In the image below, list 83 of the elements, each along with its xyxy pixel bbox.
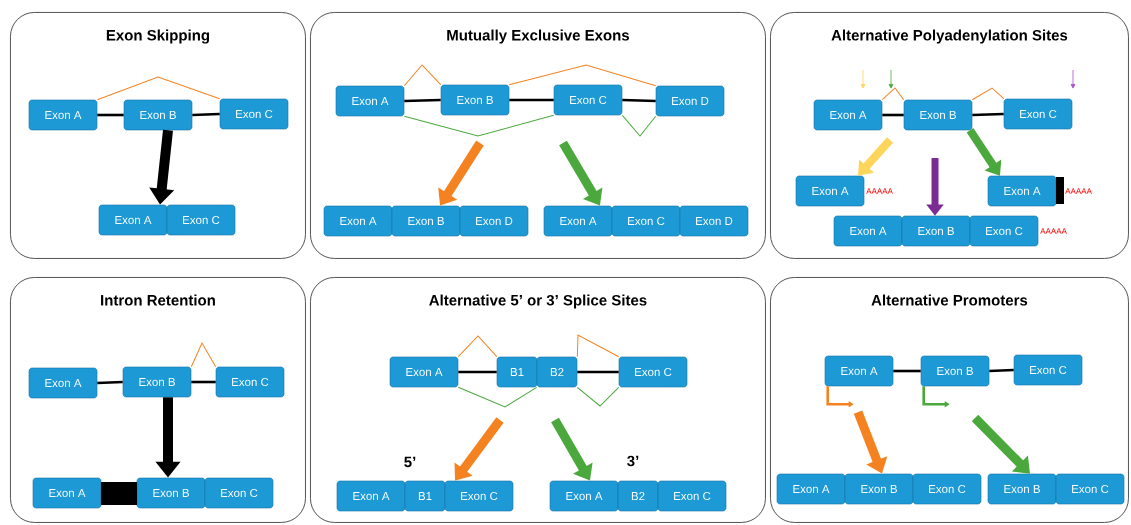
splice-line [403, 64, 442, 87]
exon-box: Exon C [1013, 354, 1083, 386]
exon-box: Exon B [987, 473, 1057, 505]
arrow [858, 137, 893, 176]
promoter-arrow [826, 386, 854, 408]
poly-a-tail: AAAAA [1040, 228, 1067, 234]
exon-box: Exon A [549, 480, 619, 512]
exon-box: Exon A [987, 175, 1057, 207]
exon-box: Exon C [204, 477, 274, 509]
exon-box: Exon A [824, 355, 894, 387]
exon-box: Exon C [657, 480, 727, 512]
intron-line [989, 368, 1014, 373]
splice-line [576, 386, 620, 407]
exon-box: Exon A [795, 175, 865, 207]
arrow [966, 128, 1002, 176]
arrow [454, 417, 504, 481]
splice-line [881, 87, 905, 101]
intron-line [882, 113, 904, 117]
exon-box: Exon B [391, 205, 461, 237]
intron-line [622, 98, 656, 103]
exon-box: Exon C [553, 84, 623, 116]
exon-box: Exon D [655, 85, 725, 117]
exon-box: Exon C [219, 98, 289, 130]
splice-line [190, 342, 217, 368]
exon-box: Exon A [28, 99, 98, 131]
exon-box: Exon B [440, 84, 510, 116]
exon-box: Exon B [844, 473, 914, 505]
exon-box: Exon A [335, 85, 405, 117]
arrow [971, 414, 1030, 474]
site-label: 5’ [404, 456, 416, 468]
promoter-arrow [922, 386, 950, 408]
intron-line [97, 380, 123, 385]
splice-line [457, 335, 498, 358]
exon-box: Exon D [459, 205, 529, 237]
exon-box: Exon C [969, 215, 1039, 247]
intron-line [893, 369, 921, 373]
exon-box: Exon C [444, 480, 514, 512]
exon-box: B1 [404, 480, 446, 512]
exon-box: Exon A [813, 99, 883, 131]
exon-box: Exon C [618, 356, 688, 388]
exon-box: Exon B [920, 355, 990, 387]
exon-box: Exon A [323, 205, 393, 237]
intron-line [972, 112, 1004, 117]
intron-line [404, 98, 441, 103]
intron-line [458, 370, 497, 374]
poly-a-tail: AAAAA [866, 188, 893, 194]
exon-box: Exon A [776, 473, 846, 505]
splice-line [621, 114, 657, 137]
exon-box: Exon C [1055, 473, 1125, 505]
exon-box: Exon C [215, 366, 285, 398]
exon-box: Exon A [543, 205, 613, 237]
exon-box: Exon B [901, 215, 971, 247]
exon-box: Exon B [122, 366, 192, 398]
exon-box: Exon B [136, 477, 206, 509]
exon-box: Exon B [123, 99, 193, 131]
splice-line [403, 114, 555, 137]
splice-line [508, 64, 657, 87]
exon-box: Exon C [912, 473, 982, 505]
site-label: 3’ [627, 455, 639, 467]
exon-box: Exon B [903, 99, 973, 131]
intron-line [97, 113, 124, 117]
exon-box: Exon C [611, 205, 681, 237]
exon-box: B1 [496, 356, 538, 388]
exon-box: B2 [617, 480, 659, 512]
intron-line [191, 380, 216, 384]
exon-box: Exon A [28, 367, 98, 399]
splice-line [576, 334, 620, 358]
splice-line [457, 386, 538, 408]
exon-box: Exon D [679, 205, 749, 237]
intron-line [192, 112, 220, 117]
exon-box: B2 [536, 356, 578, 388]
exon-box: Exon A [32, 477, 102, 509]
exon-box: Exon A [336, 480, 406, 512]
splice-line [96, 76, 221, 101]
poly-a-tail: AAAAA [1065, 188, 1092, 194]
exon-box: Exon A [389, 356, 459, 388]
splice-line [971, 87, 1005, 101]
intron-line [577, 370, 619, 374]
intron-line [509, 98, 554, 102]
exon-box: Exon C [166, 204, 236, 236]
exon-box: Exon A [98, 204, 168, 236]
exon-box: Exon A [833, 215, 903, 247]
exon-box: Exon C [1003, 98, 1073, 130]
